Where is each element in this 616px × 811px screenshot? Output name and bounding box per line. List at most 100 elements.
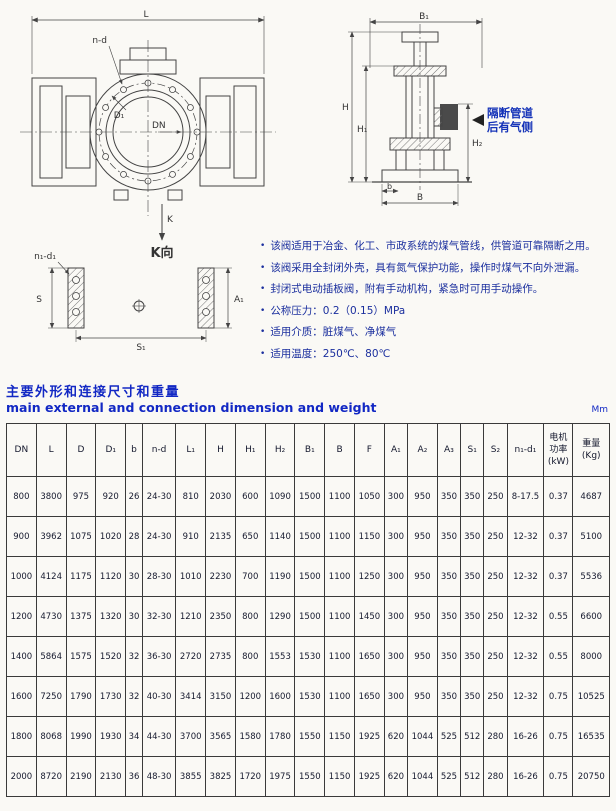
table-cell: 1100 [324, 676, 355, 717]
table-cell: 1020 [95, 516, 127, 557]
note-item: •公称压力：0.2（0.15）MPa [260, 301, 614, 323]
note-text: 适用温度：250℃、80℃ [270, 347, 391, 360]
bullet-icon: • [260, 262, 266, 273]
table-cell: 810 [175, 476, 207, 517]
table-cell: 1250 [354, 556, 385, 597]
column-header: D₁ [95, 423, 127, 477]
table-cell: 1210 [175, 596, 207, 637]
table-cell: 950 [407, 636, 438, 677]
table-cell: 920 [95, 476, 127, 517]
table-cell: 2000 [6, 756, 37, 797]
table-cell: 525 [436, 716, 462, 757]
column-header: F [354, 423, 385, 477]
table-cell: 12-32 [506, 556, 545, 597]
column-header: H [205, 423, 236, 477]
column-header: A₃ [436, 423, 462, 477]
column-header: n-d [141, 423, 177, 477]
table-cell: 950 [407, 516, 438, 557]
section-title: 主要外形和连接尺寸和重量 main external and connectio… [6, 381, 377, 415]
table-cell: 350 [436, 596, 462, 637]
dim-label-H1: H₁ [357, 125, 368, 135]
table-cell: 12-32 [506, 516, 545, 557]
table-cell: 950 [407, 556, 438, 597]
table-cell: 350 [460, 516, 485, 557]
table-cell: 1200 [234, 676, 266, 717]
column-header: b [125, 423, 143, 477]
table-cell: 1200 [6, 596, 37, 637]
table-cell: 7250 [35, 676, 67, 717]
table-cell: 300 [383, 596, 409, 637]
table-cell: 800 [6, 476, 37, 517]
table-cell: 1550 [294, 716, 326, 757]
column-header: A₂ [407, 423, 438, 477]
table-cell: 300 [383, 556, 409, 597]
table-cell: 1290 [264, 596, 296, 637]
table-cell: 2720 [175, 636, 207, 677]
dim-label-B1: B₁ [419, 12, 429, 22]
table-cell: 48-30 [141, 756, 177, 797]
table-cell: 6600 [572, 596, 610, 637]
dim-label-K: K [167, 215, 174, 225]
bullet-icon: • [260, 348, 266, 359]
dim-label-DN: DN [152, 121, 166, 131]
table-cell: 1190 [264, 556, 296, 597]
table-cell: 0.55 [543, 596, 574, 637]
table-cell: 8068 [35, 716, 67, 757]
table-cell: 950 [407, 676, 438, 717]
table-cell: 24-30 [141, 476, 177, 517]
column-header: B [324, 423, 355, 477]
table-cell: 1500 [294, 516, 326, 557]
section-title-en: main external and connection dimension a… [6, 400, 377, 415]
note-item: • 封闭式电动插板阀，附有手动机构，紧急时可用手动操作。 [260, 279, 614, 301]
table-cell: 1600 [6, 676, 37, 717]
column-header: n₁-d₁ [506, 423, 545, 477]
table-cell: 3700 [175, 716, 207, 757]
table-cell: 5100 [572, 516, 610, 557]
table-cell: 1450 [354, 596, 385, 637]
table-cell: 0.37 [543, 516, 574, 557]
note-text: 该阀适用于冶金、化工、市政系统的煤气管线，供管道可靠隔断之用。 [270, 240, 596, 252]
table-cell: 12-32 [506, 676, 545, 717]
table-cell: 3855 [175, 756, 207, 797]
table-cell: 1530 [294, 676, 326, 717]
table-cell: 350 [460, 476, 485, 517]
table-cell: 1075 [65, 516, 97, 557]
table-cell: 24-30 [141, 516, 177, 557]
column-header: 电机 功率 (kW) [543, 423, 574, 477]
bullet-icon: • [260, 241, 266, 251]
table-cell: 0.75 [543, 716, 574, 757]
table-cell: 1780 [264, 716, 296, 757]
notes-list: • 该阀适用于冶金、化工、市政系统的煤气管线，供管道可靠隔断之用。 •该阀采用全封闭… [260, 236, 614, 365]
table-cell: 650 [234, 516, 266, 557]
table-cell: 1720 [234, 756, 266, 797]
column-header: L₁ [175, 423, 207, 477]
callout-arrow-icon [472, 114, 484, 126]
column-header: L [35, 423, 67, 477]
table-cell: 30 [125, 596, 143, 637]
table-cell: 1100 [324, 516, 355, 557]
table-cell: 0.75 [543, 756, 574, 797]
table-cell: 16-26 [506, 756, 545, 797]
table-cell: 1120 [95, 556, 127, 597]
table-cell: 300 [383, 636, 409, 677]
bullet-icon: • [260, 284, 266, 294]
table-cell: 36 [125, 756, 143, 797]
note-text: 封闭式电动插板阀，附有手动机构，紧急时可用手动操作。 [270, 283, 544, 295]
bullet-icon: • [260, 327, 266, 337]
table-cell: 1575 [65, 636, 97, 677]
table-cell: 250 [483, 556, 508, 597]
table-cell: 512 [460, 756, 485, 797]
note-item: •该阀采用全封闭外壳，具有氮气保护功能，操作时煤气不向外泄漏。 [260, 258, 614, 280]
table-cell: 950 [407, 476, 438, 517]
table-cell: 0.37 [543, 556, 574, 597]
table-cell: 1530 [294, 636, 326, 677]
table-cell: 350 [436, 476, 462, 517]
table-cell: 36-30 [141, 636, 177, 677]
table-cell: 1100 [324, 476, 355, 517]
table-cell: 300 [383, 676, 409, 717]
